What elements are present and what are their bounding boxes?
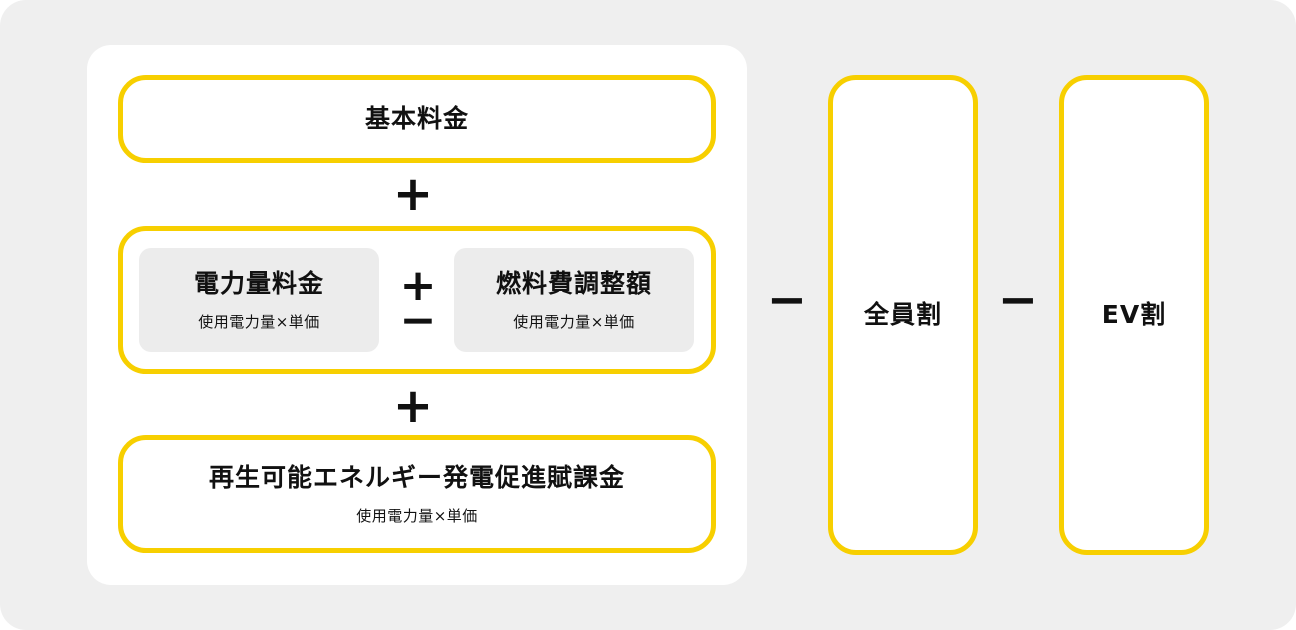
ev-discount-title: EV割 — [1101, 300, 1167, 329]
minus-sign: − — [399, 295, 437, 346]
plus-sign: + — [392, 378, 434, 434]
plus-sign: + — [399, 259, 437, 311]
minus-sign: − — [766, 272, 808, 328]
renewable-surcharge-title: 再生可能エネルギー発電促進賦課金 — [208, 462, 625, 492]
energy-fee-box: 電力量料金 使用電力量×単価 — [139, 248, 379, 352]
plus-minus-operator: + − — [388, 263, 448, 343]
minus-operator: − — [757, 275, 817, 325]
base-fee-box: 基本料金 — [118, 75, 716, 163]
usage-fee-group-box: 電力量料金 使用電力量×単価 + − 燃料費調整額 使用電力量×単価 — [118, 226, 716, 374]
fuel-adjustment-title: 燃料費調整額 — [495, 268, 652, 298]
all-member-discount-title: 全員割 — [863, 300, 942, 329]
plus-sign: + — [392, 166, 434, 222]
energy-fee-formula: 使用電力量×単価 — [198, 312, 320, 331]
ev-discount-box: EV割 — [1059, 75, 1209, 555]
energy-fee-title: 電力量料金 — [193, 268, 324, 298]
base-fee-title: 基本料金 — [364, 104, 469, 133]
base-components-panel: 基本料金 + 電力量料金 使用電力量×単価 + − 燃料費調整額 使用電力量×単… — [87, 45, 747, 585]
renewable-surcharge-formula: 使用電力量×単価 — [356, 506, 478, 525]
minus-operator: − — [988, 275, 1048, 325]
plus-operator: + — [383, 381, 443, 431]
minus-sign: − — [997, 272, 1039, 328]
fuel-adjustment-box: 燃料費調整額 使用電力量×単価 — [454, 248, 694, 352]
fuel-adjustment-formula: 使用電力量×単価 — [513, 312, 635, 331]
renewable-surcharge-box: 再生可能エネルギー発電促進賦課金 使用電力量×単価 — [118, 435, 716, 553]
all-member-discount-box: 全員割 — [828, 75, 978, 555]
plus-operator: + — [383, 169, 443, 219]
